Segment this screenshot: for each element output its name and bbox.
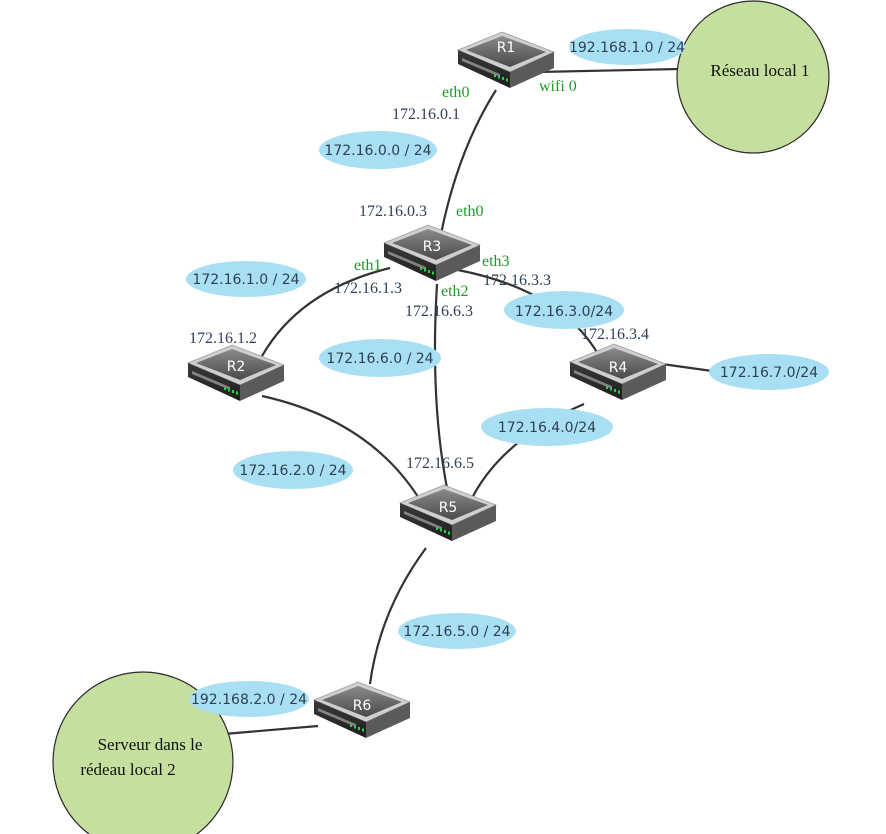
lan-1: Réseau local 1 (676, 0, 830, 154)
svg-text:172.16.3.0/24: 172.16.3.0/24 (515, 304, 613, 320)
router-r4[interactable]: R4 (569, 343, 667, 401)
router-r5-label: R5 (439, 500, 458, 516)
network-172-16-5: 172.16.5.0 / 24 (398, 613, 516, 649)
r3-eth1-ip: 172.16.1.3 (334, 280, 402, 297)
link-r3-r5 (433, 283, 449, 489)
interface-labels: eth0 wifi 0 eth0 eth1 eth2 eth3 (354, 78, 577, 300)
network-badges: 192.168.1.0 / 24 172.16.0.0 / 24 172.16.… (186, 29, 829, 717)
link-r5-r6 (368, 547, 427, 685)
lan-2-label-line1: Serveur dans le (98, 735, 203, 754)
router-r3[interactable]: R3 (383, 224, 481, 282)
r3-eth1-label: eth1 (354, 257, 382, 274)
network-192-168-2: 192.168.2.0 / 24 (189, 681, 309, 717)
link-r2-r5 (261, 394, 421, 501)
link-r1-r3 (439, 89, 497, 235)
r4-ip: 172.16.3.4 (581, 326, 649, 343)
r3-eth0-ip: 172.16.0.3 (359, 203, 427, 220)
network-172-16-3: 172.16.3.0/24 (504, 291, 624, 329)
network-172-16-6: 172.16.6.0 / 24 (319, 339, 441, 377)
r3-eth2-ip: 172.16.6.3 (405, 303, 473, 320)
lan-2: Serveur dans le rédeau local 2 (52, 671, 234, 834)
r3-eth0-label: eth0 (456, 203, 484, 220)
r3-eth3-ip: 172.16.3.3 (483, 272, 551, 289)
network-172-16-7: 172.16.7.0/24 (709, 354, 829, 390)
router-r2-label: R2 (227, 359, 246, 375)
svg-text:172.16.2.0 / 24: 172.16.2.0 / 24 (239, 463, 346, 479)
link-r6-lan2 (223, 724, 319, 736)
router-r5[interactable]: R5 (399, 484, 497, 542)
svg-text:172.16.7.0/24: 172.16.7.0/24 (720, 365, 818, 381)
r2-ip: 172.16.1.2 (189, 330, 257, 347)
lan-1-label: Réseau local 1 (710, 61, 809, 80)
r3-eth3-label: eth3 (482, 253, 510, 270)
r1-eth0-label: eth0 (442, 84, 470, 101)
router-r1[interactable]: R1 (457, 31, 555, 89)
router-r6-label: R6 (353, 698, 372, 714)
network-172-16-0: 172.16.0.0 / 24 (319, 131, 437, 169)
ip-labels: 172.16.0.1 172.16.0.3 172.16.1.3 172.16.… (189, 106, 649, 472)
network-172-16-2: 172.16.2.0 / 24 (233, 451, 353, 489)
r1-wifi0-label: wifi 0 (539, 78, 577, 95)
svg-text:172.16.1.0 / 24: 172.16.1.0 / 24 (192, 272, 299, 288)
svg-text:172.16.0.0 / 24: 172.16.0.0 / 24 (324, 143, 431, 159)
routers: R1 R3 R2 R4 R5 R6 (187, 31, 667, 739)
svg-text:192.168.2.0 / 24: 192.168.2.0 / 24 (191, 692, 307, 708)
router-r4-label: R4 (609, 360, 628, 376)
router-r2[interactable]: R2 (187, 344, 285, 402)
network-192-168-1: 192.168.1.0 / 24 (569, 29, 685, 65)
svg-text:192.168.1.0 / 24: 192.168.1.0 / 24 (569, 40, 685, 56)
svg-text:172.16.4.0/24: 172.16.4.0/24 (498, 420, 596, 436)
link-r4-net7 (661, 362, 713, 373)
link-r1-lan1 (537, 67, 681, 74)
lan-2-label-line2: rédeau local 2 (80, 760, 175, 779)
svg-text:172.16.6.0 / 24: 172.16.6.0 / 24 (326, 351, 433, 367)
link-r3-r2 (261, 266, 391, 357)
network-172-16-4: 172.16.4.0/24 (481, 408, 613, 446)
network-172-16-1: 172.16.1.0 / 24 (186, 261, 306, 297)
svg-text:172.16.5.0 / 24: 172.16.5.0 / 24 (403, 624, 510, 640)
r3-eth2-label: eth2 (441, 283, 469, 300)
router-r1-label: R1 (497, 40, 516, 56)
r1-eth0-ip: 172.16.0.1 (392, 106, 460, 123)
router-r3-label: R3 (423, 239, 442, 255)
r5-ip: 172.16.6.5 (406, 455, 474, 472)
router-r6[interactable]: R6 (313, 681, 411, 739)
